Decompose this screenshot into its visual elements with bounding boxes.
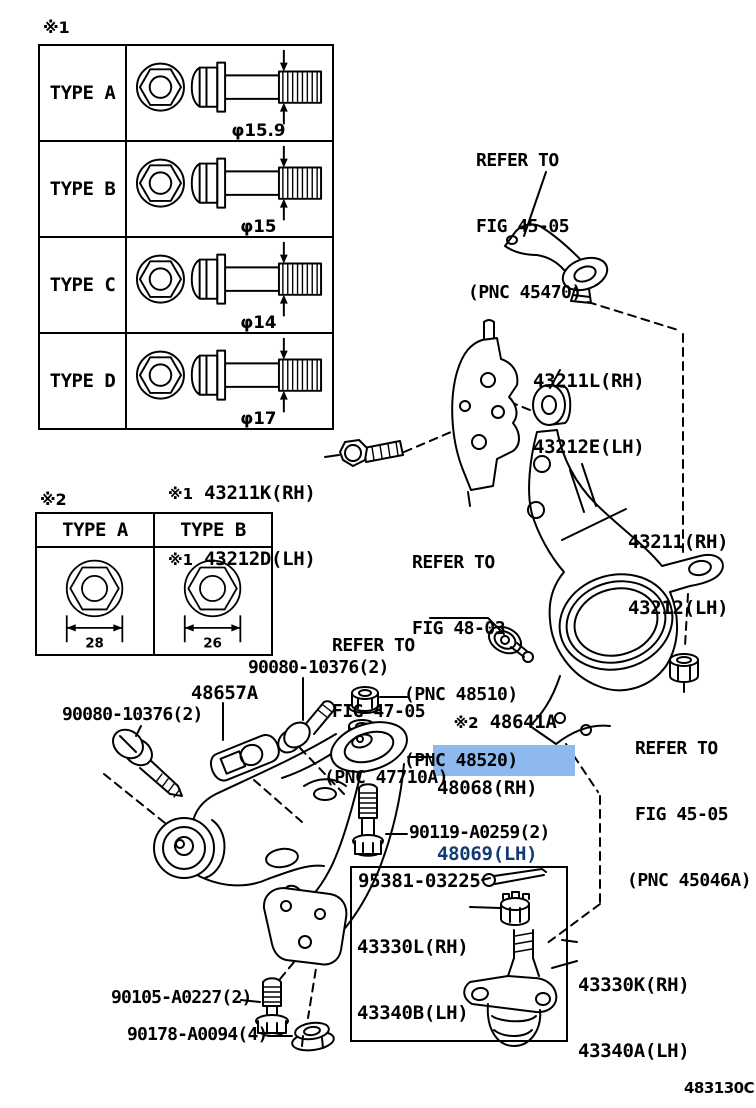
callout-refer-fig45-05-hub-nut: REFER TO FIG 45-05 (PNC 45046A) bbox=[627, 738, 752, 891]
callout-90080-10376-front[interactable]: 90080-10376(2) bbox=[62, 704, 203, 725]
figure-code: 483130C bbox=[684, 1079, 755, 1097]
nut-type-table: TYPE A TYPE B 28 bbox=[35, 512, 273, 656]
bolt-type-row-d: TYPE D φ1 bbox=[40, 334, 332, 428]
nut-front-view-icon: 26 bbox=[183, 559, 242, 652]
bolt-type-label: TYPE D bbox=[40, 334, 127, 428]
nut-front-view-icon: 28 bbox=[65, 559, 124, 652]
bolt-diameter-label: φ14 bbox=[240, 313, 276, 332]
callout-48657A[interactable]: 48657A bbox=[191, 682, 258, 704]
callout-90105-A0227[interactable]: 90105-A0227(2) bbox=[111, 987, 252, 1008]
bolt-side-view-icon: φ17 bbox=[135, 337, 323, 428]
bolt-side-view-icon: φ14 bbox=[135, 241, 323, 332]
note2-ref-marker: ※2 bbox=[453, 714, 479, 732]
front-bolt-90080-drawing bbox=[112, 728, 183, 798]
callout-43211L-43212E[interactable]: 43211L(RH) 43212E(LH) bbox=[533, 370, 645, 458]
callout-43330K-43340A[interactable]: 43330K(RH) 43340A(LH) bbox=[578, 974, 690, 1062]
flange-nut-90178-drawing bbox=[291, 1021, 335, 1052]
callout-90119-A0259[interactable]: 90119-A0259(2) bbox=[409, 822, 550, 843]
bolt-type-label: TYPE A bbox=[40, 46, 127, 140]
bolt-diameter-label: φ17 bbox=[240, 409, 276, 428]
bushing-bracket-48657A-drawing bbox=[209, 734, 280, 782]
bolt-side-view-icon: φ15 bbox=[135, 145, 323, 236]
bolt-type-row-a: TYPE A φ1 bbox=[40, 46, 332, 142]
bolt-diameter-label: φ15 bbox=[240, 217, 276, 236]
nut-width-label: 28 bbox=[85, 637, 104, 652]
bolt-type-label: TYPE C bbox=[40, 238, 127, 332]
note1-marker: ※1 bbox=[43, 18, 70, 37]
note1-ref-marker: ※1 bbox=[168, 485, 194, 503]
callout-48068-48069[interactable]: 48068(RH) 48069(LH) bbox=[437, 733, 538, 909]
callout-43211-43212[interactable]: 43211(RH) 43212(LH) bbox=[628, 531, 729, 619]
ball-joint-group-box bbox=[350, 866, 568, 1042]
note1-ref-marker: ※1 bbox=[168, 551, 194, 569]
callout-43211K-43212D[interactable]: ※1 43211K(RH) ※1 43212D(LH) bbox=[168, 482, 316, 570]
callout-90080-10376-upper[interactable]: 90080-10376(2) bbox=[248, 657, 389, 678]
camber-bolt-drawing bbox=[339, 439, 404, 467]
bolt-type-label: TYPE B bbox=[40, 142, 127, 236]
bolt-type-row-b: TYPE B φ1 bbox=[40, 142, 332, 238]
callout-90178-A0094[interactable]: 90178-A0094(4) bbox=[127, 1024, 268, 1045]
bolt-diameter-label: φ15.9 bbox=[231, 121, 285, 140]
bolt-type-table: TYPE A φ1 bbox=[38, 44, 334, 430]
callout-43330L-43340B[interactable]: 43330L(RH) 43340B(LH) bbox=[357, 936, 469, 1024]
nut-width-label: 26 bbox=[203, 637, 222, 652]
callout-refer-fig45-05-tie-rod: REFER TO FIG 45-05 (PNC 45470) bbox=[468, 150, 582, 303]
bolt-type-row-c: TYPE C φ1 bbox=[40, 238, 332, 334]
nut-type-label: TYPE B bbox=[180, 519, 246, 541]
bolt-side-view-icon: φ15.9 bbox=[135, 49, 323, 140]
selection-highlight bbox=[433, 745, 575, 776]
note2-marker: ※2 bbox=[40, 490, 67, 509]
part-number-48069-selected: 48069(LH) bbox=[437, 843, 538, 865]
nut-type-label: TYPE A bbox=[37, 514, 155, 546]
part-number-48068: 48068(RH) bbox=[437, 777, 538, 799]
callout-95381-03225[interactable]: 95381-03225 bbox=[358, 870, 481, 892]
